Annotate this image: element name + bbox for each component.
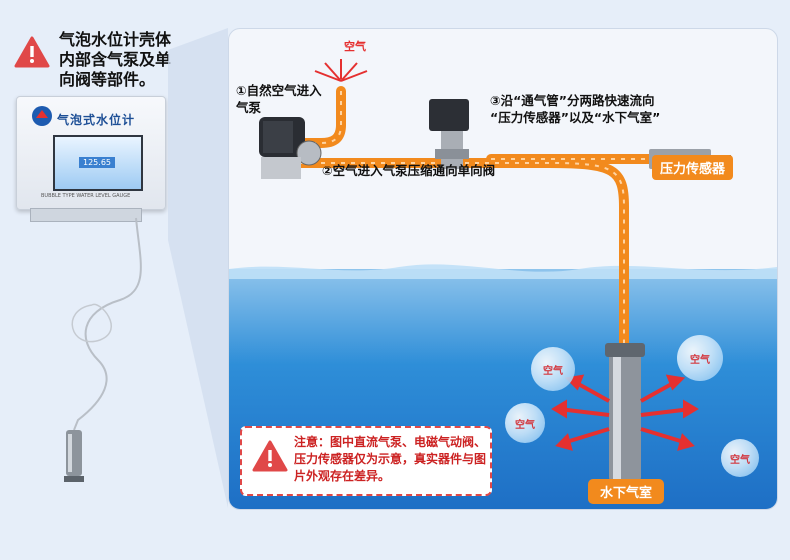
probe-icon: [64, 430, 84, 482]
step1-label: ①自然空气进入 气泵: [236, 83, 322, 115]
device-terminal-block: [30, 208, 142, 222]
air-tube-highlight: [301, 91, 649, 349]
air-bubble: 空气: [677, 335, 723, 381]
disclaimer-note: 注意：图中直流气泵、电磁气动阀、压力传感器仅为示意，真实器件与图片外观存在差异。: [240, 426, 492, 496]
air-pump-icon: [259, 117, 322, 179]
warning-icon: [14, 36, 50, 68]
air-inlet-arrows: [314, 59, 368, 82]
air-inlet-label: 空气: [344, 40, 366, 53]
connector-funnel: [168, 28, 228, 508]
underwater-chamber-icon: [605, 343, 645, 483]
air-bubble: 空气: [721, 439, 759, 477]
device-screen: 125.65: [53, 135, 143, 191]
gauge-cable-coil: [71, 303, 113, 343]
air-bubble: 空气: [531, 347, 575, 391]
device-subtitle: BUBBLE TYPE WATER LEVEL GAUGE: [41, 193, 131, 199]
underwater-chamber-badge: 水下气室: [588, 479, 665, 504]
air-escape-arrows: [551, 374, 699, 451]
water-level-gauge-device: 气泡式水位计 125.65 BUBBLE TYPE WATER LEVEL GA…: [16, 96, 166, 210]
warning-icon: [252, 440, 288, 472]
gauge-cable: [73, 217, 142, 431]
warning-text: 气泡水位计壳体 内部含气泵及单 向阀等部件。: [59, 30, 172, 89]
diagram-layer: [229, 59, 777, 483]
water-surface: [229, 264, 777, 279]
device-reading: 125.65: [79, 157, 115, 168]
step2-label: ②空气进入气泵压缩通向单向阀: [322, 163, 496, 178]
solenoid-valve-icon: [429, 99, 469, 169]
brand-logo-icon: [32, 106, 52, 126]
air-tube: [296, 86, 654, 354]
air-bubble: 空气: [505, 403, 545, 443]
disclaimer-text: 注意：图中直流气泵、电磁气动阀、压力传感器仅为示意，真实器件与图片外观存在差异。: [294, 435, 487, 483]
step3-label: ③沿“通气管”分两路快速流向 “压力传感器”以及“水下气室”: [490, 93, 661, 125]
pressure-sensor-badge: 压力传感器: [652, 155, 734, 180]
device-title: 气泡式水位计: [57, 113, 136, 127]
